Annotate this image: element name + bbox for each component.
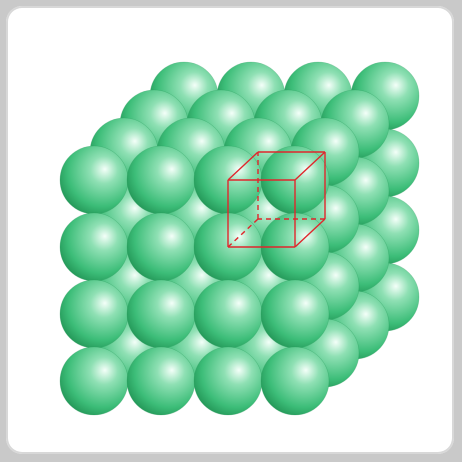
- lattice-sphere: [127, 213, 195, 281]
- lattice-sphere: [261, 280, 329, 348]
- lattice-sphere: [127, 347, 195, 415]
- lattice-sphere: [60, 347, 128, 415]
- lattice-sphere: [60, 213, 128, 281]
- figure-panel: [6, 6, 454, 454]
- simple-cubic-lattice-diagram: [6, 6, 454, 454]
- sphere-layers: [60, 62, 419, 415]
- lattice-sphere: [194, 280, 262, 348]
- lattice-sphere: [127, 146, 195, 214]
- lattice-sphere: [194, 347, 262, 415]
- lattice-sphere: [60, 146, 128, 214]
- lattice-sphere: [60, 280, 128, 348]
- lattice-sphere: [127, 280, 195, 348]
- lattice-sphere: [261, 347, 329, 415]
